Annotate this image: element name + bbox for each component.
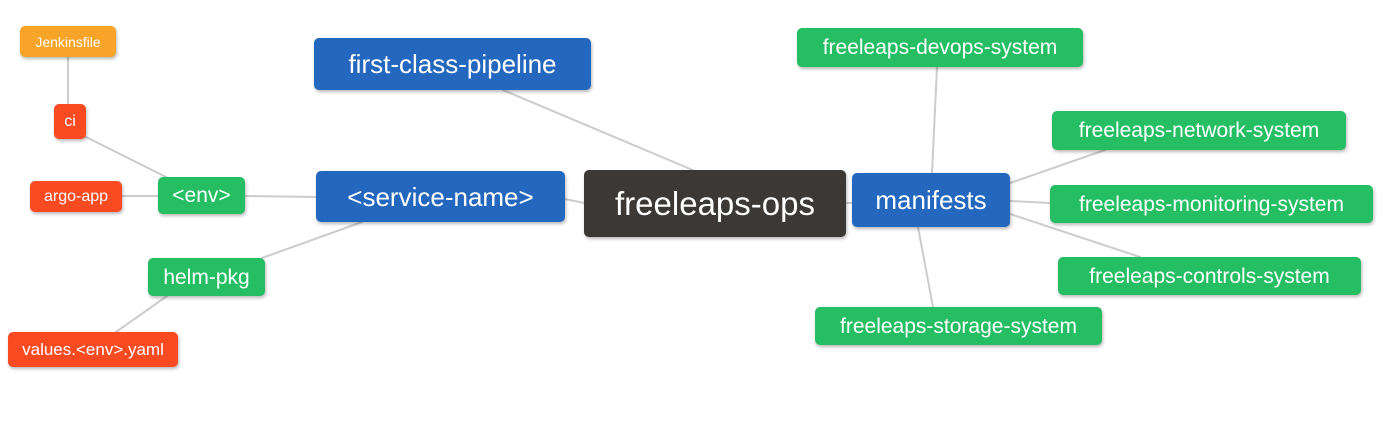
- edge-first-class-pipeline-to-freeleaps-ops: [502, 89, 696, 172]
- edge-ci-to-env: [83, 135, 169, 179]
- node-freeleaps-monitoring-system[interactable]: freeleaps-monitoring-system: [1050, 185, 1373, 223]
- node-freeleaps-ops[interactable]: freeleaps-ops: [584, 170, 846, 237]
- edge-service-name-to-freeleaps-ops: [564, 198, 585, 204]
- edge-env-to-service-name: [244, 195, 317, 198]
- node-argo-app[interactable]: argo-app: [30, 181, 122, 212]
- edge-manifests-to-freeleaps-network-system: [1009, 149, 1106, 184]
- node-freeleaps-storage-system[interactable]: freeleaps-storage-system: [815, 307, 1102, 345]
- node-freeleaps-devops-system[interactable]: freeleaps-devops-system: [797, 28, 1083, 67]
- node-first-class-pipeline[interactable]: first-class-pipeline: [314, 38, 591, 90]
- node-freeleaps-network-system[interactable]: freeleaps-network-system: [1052, 111, 1346, 150]
- node-service-name[interactable]: <service-name>: [316, 171, 565, 222]
- edge-manifests-to-freeleaps-storage-system: [917, 226, 934, 308]
- edge-manifests-to-freeleaps-controls-system: [1009, 213, 1141, 258]
- edge-helm-pkg-to-values-env-yaml: [115, 295, 168, 333]
- node-manifests[interactable]: manifests: [852, 173, 1010, 227]
- node-ci[interactable]: ci: [54, 104, 86, 139]
- edge-manifests-to-freeleaps-monitoring-system: [1009, 200, 1051, 204]
- edge-service-name-to-helm-pkg: [261, 221, 363, 259]
- node-env[interactable]: <env>: [158, 177, 245, 214]
- node-freeleaps-controls-system[interactable]: freeleaps-controls-system: [1058, 257, 1361, 295]
- node-values-env-yaml[interactable]: values.<env>.yaml: [8, 332, 178, 367]
- edge-manifests-to-freeleaps-devops-system: [931, 66, 938, 174]
- node-jenkinsfile[interactable]: Jenkinsfile: [20, 26, 116, 57]
- node-helm-pkg[interactable]: helm-pkg: [148, 258, 265, 296]
